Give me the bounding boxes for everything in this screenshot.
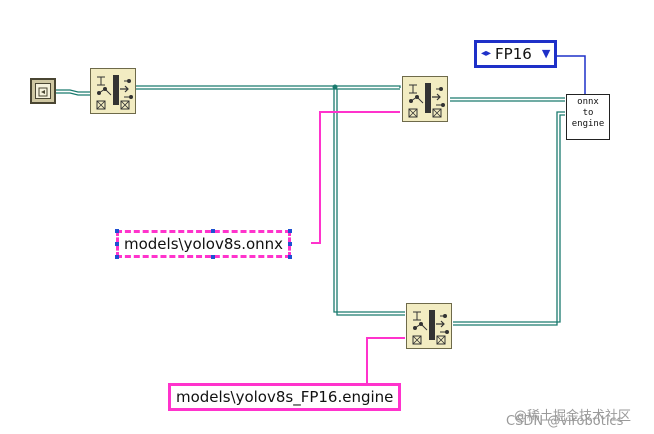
- function-label-line: engine: [571, 119, 605, 129]
- reference-terminal[interactable]: [30, 78, 56, 104]
- dropdown-triangle-icon[interactable]: ▼: [541, 47, 551, 60]
- watermark-juejin: @稀土掘金技术社区: [514, 409, 632, 424]
- selection-handle[interactable]: [115, 242, 119, 246]
- onnx-to-engine-function[interactable]: onnx to engine: [566, 94, 610, 140]
- subvi-convert-icon[interactable]: [402, 76, 448, 122]
- subvi-open-icon[interactable]: [90, 68, 136, 114]
- watermark-csdn: CSDN @virobotics: [506, 414, 624, 429]
- refnum-wire: [56, 85, 565, 326]
- increment-decrement-arrows-icon[interactable]: ◂▸: [481, 48, 492, 59]
- precision-enum-constant[interactable]: ◂▸ FP16 ▼: [474, 40, 558, 68]
- selection-handle[interactable]: [288, 229, 293, 233]
- selection-handle[interactable]: [211, 255, 215, 259]
- output-path-constant[interactable]: models\yolov8s_FP16.engine: [168, 383, 402, 411]
- selection-handle[interactable]: [288, 255, 293, 259]
- enum-wire: [552, 55, 586, 94]
- function-label-line: onnx: [577, 97, 599, 107]
- reference-terminal-icon: [35, 83, 51, 99]
- input-path-constant[interactable]: models\yolov8s.onnx: [115, 229, 293, 259]
- wire-junction: [332, 84, 338, 90]
- precision-value: FP16: [495, 45, 532, 63]
- path-wire: [311, 111, 405, 383]
- selection-handle[interactable]: [115, 229, 119, 233]
- input-path-text: models\yolov8s.onnx: [124, 235, 284, 253]
- selection-handle[interactable]: [115, 255, 119, 259]
- subvi-save-icon[interactable]: [406, 303, 452, 349]
- output-path-text: models\yolov8s_FP16.engine: [176, 388, 394, 406]
- selection-handle[interactable]: [288, 242, 293, 246]
- selection-handle[interactable]: [211, 229, 215, 233]
- function-label-line: to: [582, 108, 594, 118]
